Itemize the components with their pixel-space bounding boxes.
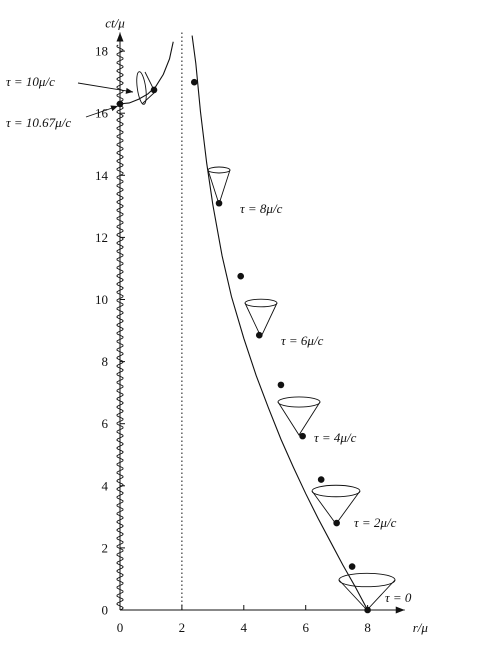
x-tick-label: 6 [302,620,309,635]
cone-label: τ = 8μ/c [240,201,283,216]
y-axis-arrow-icon [116,32,124,42]
x-tick-label: 0 [117,620,124,635]
proper-time-point [190,78,198,86]
proper-time-point [237,272,245,280]
arrow-head-icon [125,87,133,94]
y-tick-label: 14 [95,168,109,183]
light-cone-rim [207,166,231,174]
x-axis-arrow-icon [395,606,405,614]
proper-time-point [348,563,356,570]
proper-time-point [299,432,306,440]
proper-time-point [333,519,340,527]
y-axis-label: ct/μ [105,15,125,30]
cone-label: τ = 4μ/c [314,430,357,445]
cone-label: τ = 6μ/c [281,333,324,348]
proper-time-point [116,100,124,108]
proper-time-point [277,381,285,389]
y-tick-label: 0 [102,603,109,618]
y-tick-label: 18 [95,44,108,59]
y-tick-label: 10 [95,292,108,307]
light-cone-rim [311,484,361,498]
light-cone-sides [277,401,321,436]
light-cone-sides [311,490,361,525]
light-cone-sides [207,169,231,206]
proper-time-point [364,606,371,614]
light-cone-rim [277,396,321,408]
y-tick-label: 16 [95,106,109,121]
arrow-head-icon [110,105,118,112]
y-tick-label: 6 [102,416,109,431]
light-cone-rim [244,298,278,308]
light-cone-sides [244,302,278,339]
y-tick-label: 2 [102,540,109,555]
proper-time-point [255,331,263,339]
proper-time-point [215,199,223,207]
y-tick-label: 12 [95,230,108,245]
y-tick-label: 4 [102,478,109,493]
cone-label: τ = 10.67μ/c [6,115,71,130]
proper-time-point [317,476,325,483]
y-tick-label: 8 [102,354,109,369]
x-tick-label: 4 [241,620,248,635]
light-cone-rim [136,71,147,105]
worldline-outside-horizon [191,35,369,611]
cone-label: τ = 0 [385,590,412,605]
x-tick-label: 8 [364,620,371,635]
x-tick-label: 2 [179,620,186,635]
proper-time-point [150,86,158,94]
light-cone-rim [338,572,396,588]
annotation-arrow [77,82,134,93]
x-axis-label: r/μ [413,620,429,635]
cone-label: τ = 2μ/c [354,515,397,530]
cone-label: τ = 10μ/c [6,74,55,89]
